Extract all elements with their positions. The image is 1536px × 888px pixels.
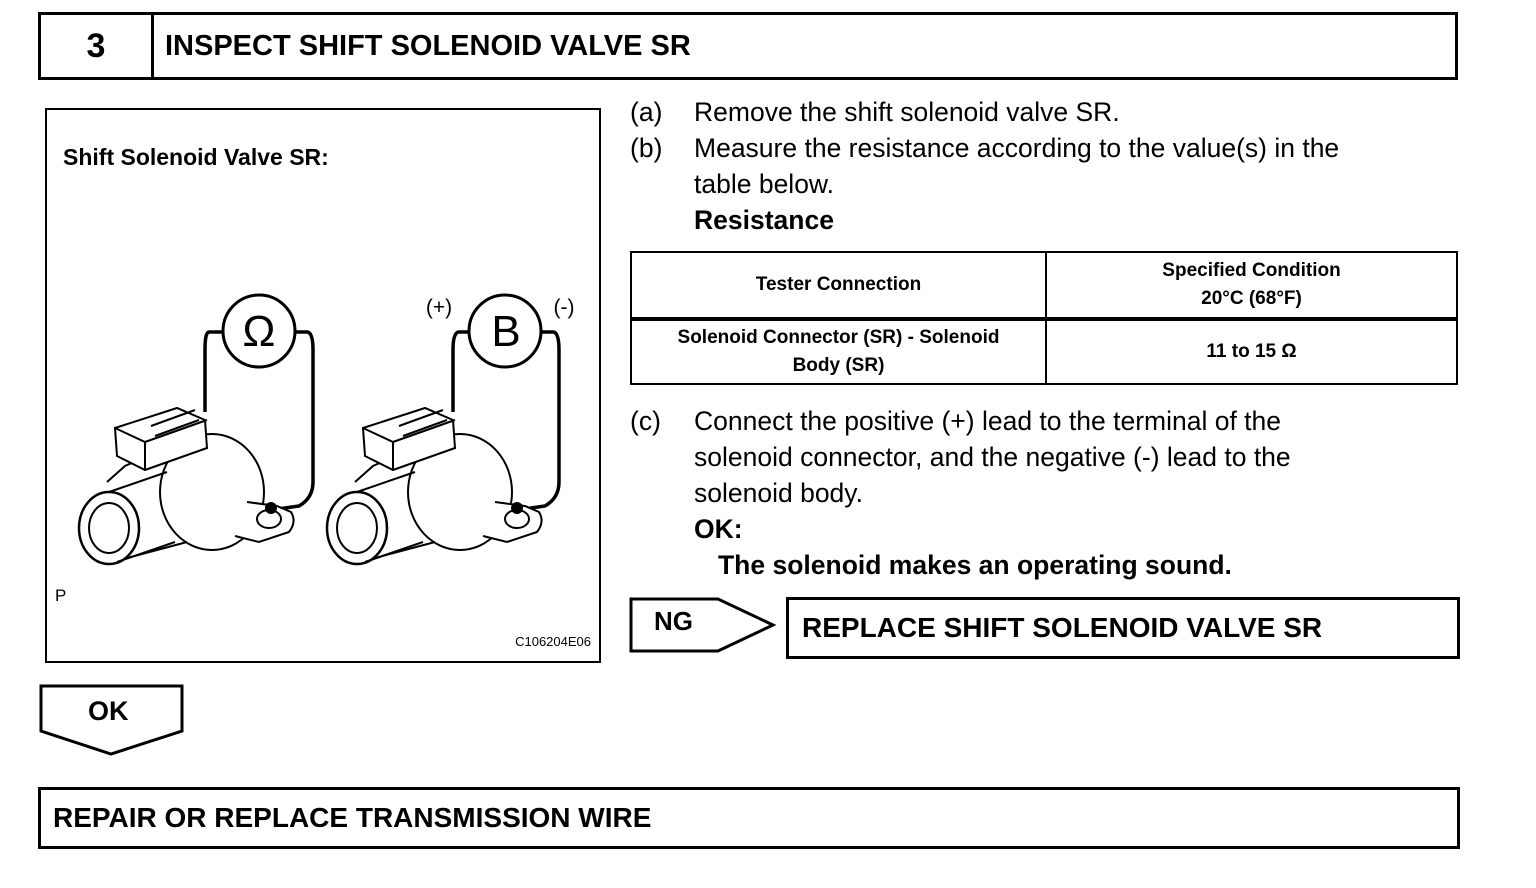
- solenoid-diagram: Ω B (+) (-): [77, 293, 575, 566]
- resistance-heading: Resistance: [694, 205, 834, 235]
- step-a-letter: (a): [630, 97, 663, 127]
- table-header-connection: Tester Connection: [755, 274, 922, 295]
- solenoid-illustration: Ω B (+) (-) Shift Solenoid Valve SR: P C…: [45, 108, 601, 663]
- table-header-condition: Specified Condition 20°C (68°F): [1162, 260, 1341, 309]
- step-header: 3 INSPECT SHIFT SOLENOID VALVE SR: [38, 12, 1458, 80]
- step-title: INSPECT SHIFT SOLENOID VALVE SR: [165, 29, 691, 62]
- step-c-line1: Connect the positive (+) lead to the ter…: [694, 406, 1282, 436]
- step-b-line2: table below.: [694, 169, 834, 199]
- battery-symbol: B: [491, 307, 520, 356]
- ok-condition-text: The solenoid makes an operating sound.: [718, 550, 1232, 580]
- ok-action-box: REPAIR OR REPLACE TRANSMISSION WIRE: [38, 787, 1460, 849]
- ok-arrow-icon: [39, 684, 184, 756]
- battery-icon: [467, 293, 543, 369]
- step-c-letter: (c): [630, 406, 661, 436]
- step-b-line1: Measure the resistance according to the …: [694, 133, 1340, 163]
- ok-label-heading: OK:: [694, 514, 743, 544]
- resistance-table: Tester Connection Specified Condition 20…: [630, 251, 1458, 385]
- table-row-condition: 11 to 15 Ω: [1206, 341, 1297, 362]
- table-row-connection: Solenoid Connector (SR) - Solenoid Body …: [677, 327, 1000, 376]
- ok-label: OK: [88, 696, 129, 726]
- illustration-corner-letter: P: [55, 586, 67, 605]
- step-b-letter: (b): [630, 133, 663, 163]
- plus-label: (+): [426, 296, 452, 319]
- ohmmeter-icon: [221, 293, 297, 369]
- step-c-line2: solenoid connector, and the negative (-)…: [694, 442, 1291, 472]
- illustration-title: Shift Solenoid Valve SR:: [63, 144, 329, 170]
- minus-label: (-): [554, 296, 575, 319]
- ng-action-box: REPLACE SHIFT SOLENOID VALVE SR: [786, 597, 1460, 659]
- step-c-line3: solenoid body.: [694, 478, 863, 508]
- step-a-text: Remove the shift solenoid valve SR.: [694, 97, 1120, 127]
- step-number: 3: [41, 15, 154, 77]
- figure-code: C106204E06: [515, 634, 591, 649]
- ohm-symbol: Ω: [243, 307, 276, 356]
- ng-arrow-icon: [629, 597, 777, 653]
- table-header-divider: [632, 317, 1456, 321]
- ng-label: NG: [654, 606, 693, 636]
